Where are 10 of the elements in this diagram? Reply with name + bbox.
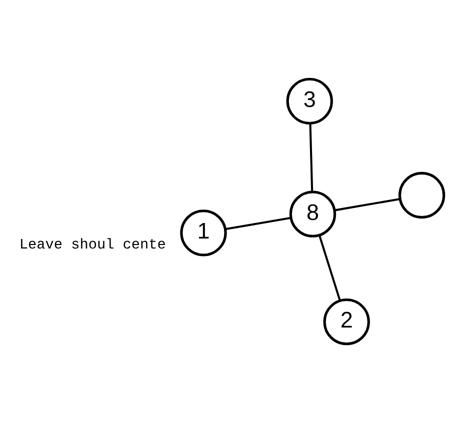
node-circle: 8	[289, 190, 336, 237]
connector	[225, 216, 292, 230]
node-circle: 2	[323, 298, 370, 345]
connector	[334, 198, 400, 211]
connector	[318, 234, 341, 300]
node-circle: 1	[180, 209, 227, 256]
node-circle: 3	[286, 77, 333, 124]
connector	[309, 122, 314, 192]
label: Leave shoul cente	[19, 236, 166, 253]
node-circle	[398, 171, 446, 218]
